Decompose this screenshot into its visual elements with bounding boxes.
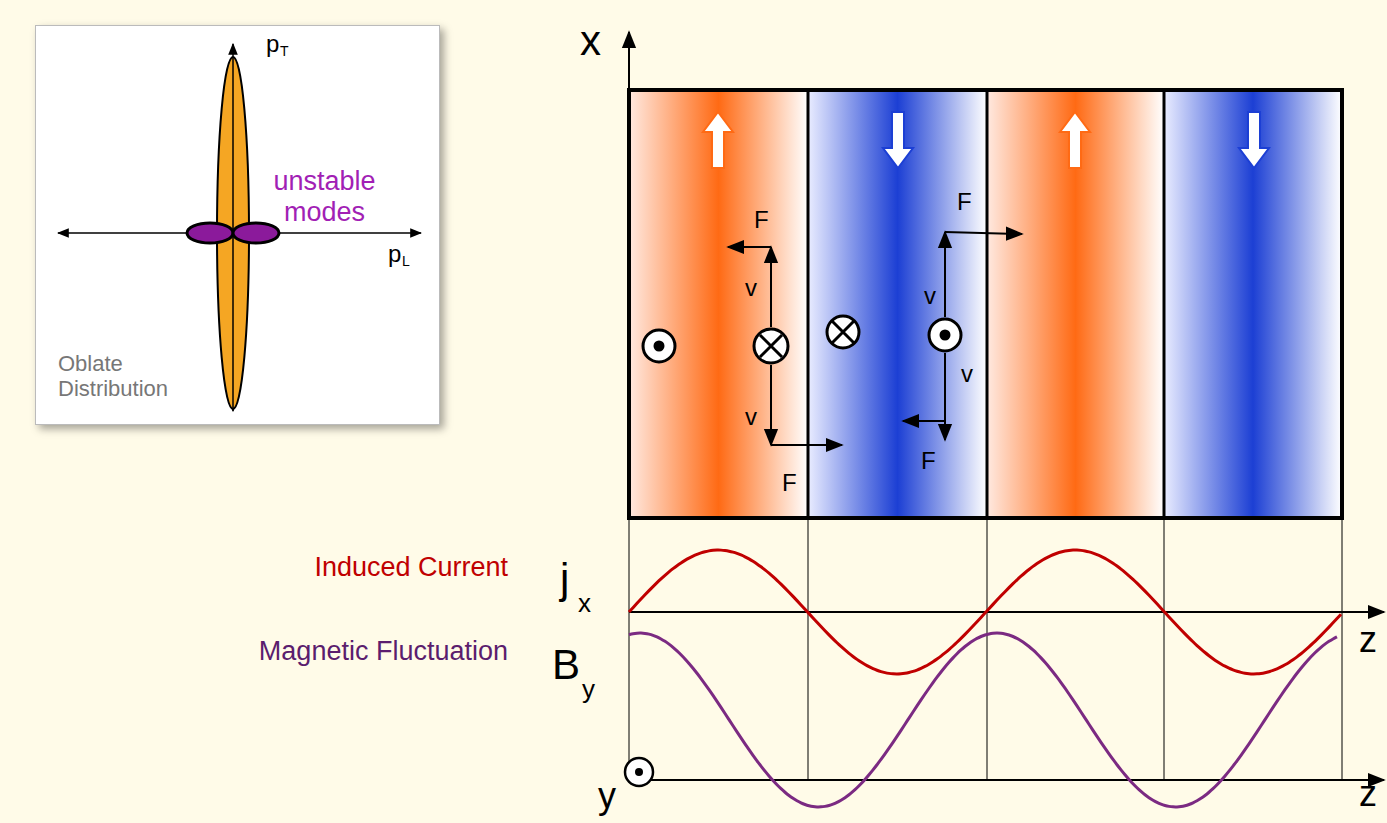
field-symbols [643, 316, 961, 363]
z-axis [629, 611, 1384, 613]
y-axis-symbol [625, 758, 653, 786]
x-axis [628, 32, 630, 92]
out-of-page-dot [655, 342, 663, 350]
blue-band [808, 90, 987, 518]
force-arrow [771, 444, 842, 446]
grid-line [1164, 518, 1165, 780]
force-label: F [921, 449, 936, 473]
axis-label: x [580, 20, 601, 62]
quantity-label: B [552, 644, 580, 686]
field-curve [629, 633, 1337, 807]
up-arrow [1060, 112, 1090, 168]
panel-border [629, 90, 1342, 518]
unstable-mode-lobe [187, 223, 233, 243]
velocity-arrow [944, 353, 946, 440]
velocity-arrow [770, 365, 772, 445]
up-arrow [703, 112, 733, 168]
out-of-page-symbol [643, 330, 675, 362]
red-band [987, 90, 1164, 518]
velocity-arrow [944, 232, 946, 317]
current-curve [629, 550, 1341, 674]
down-arrow [883, 112, 913, 168]
force-arrow [945, 232, 1022, 234]
plot-curves [629, 550, 1341, 807]
axis-subscript: L [402, 253, 410, 269]
quantity-subscript: y [582, 676, 595, 702]
force-arrows [728, 232, 1022, 445]
out-of-page-dot [941, 331, 949, 339]
region-label: unstable modes [242, 166, 407, 228]
axis-label: z [1359, 776, 1377, 812]
out-of-page-symbol [929, 319, 961, 351]
velocity-label: v [745, 276, 757, 300]
axis-label: p [388, 240, 401, 268]
flow-arrows [703, 112, 1269, 168]
curve-title: Magnetic Fluctuation [140, 638, 508, 665]
down-arrow [1239, 112, 1269, 168]
red-band [629, 90, 808, 518]
band-divider [807, 90, 810, 518]
velocity-label: v [745, 405, 757, 429]
curve-title: Induced Current [190, 554, 508, 581]
axis-label: y [598, 778, 616, 814]
force-label: F [754, 208, 769, 232]
inset-panel: pTunstable modespLOblate Distribution [35, 25, 440, 425]
grid-line [987, 518, 988, 780]
band-divider [1163, 90, 1166, 518]
grid-line [808, 518, 809, 780]
into-page-cross [760, 335, 782, 357]
into-page-symbol [754, 329, 788, 363]
axis-subscript: T [280, 43, 289, 59]
force-label: F [957, 190, 972, 214]
velocity-label: v [924, 284, 936, 308]
force-arrow [728, 246, 771, 248]
quantity-label: j [560, 558, 569, 600]
velocity-label: v [961, 362, 973, 386]
force-label: F [782, 471, 797, 495]
grid-line [629, 518, 630, 780]
y-axis-dot [635, 768, 643, 776]
axis-label: p [266, 30, 279, 58]
current-bands [629, 90, 1342, 518]
z-axis [629, 779, 1384, 781]
pt-axis [232, 44, 234, 411]
blue-band [1164, 90, 1342, 518]
grid-line [1342, 518, 1343, 780]
into-page-cross [832, 321, 854, 343]
into-page-symbol [827, 316, 859, 348]
axis-label: z [1359, 622, 1377, 658]
caption-label: Oblate Distribution [58, 351, 193, 402]
force-arrow [903, 420, 945, 422]
velocity-arrow [770, 247, 772, 327]
band-divider [986, 90, 989, 518]
unstable-mode-lobe [233, 223, 279, 243]
quantity-subscript: x [578, 590, 591, 616]
